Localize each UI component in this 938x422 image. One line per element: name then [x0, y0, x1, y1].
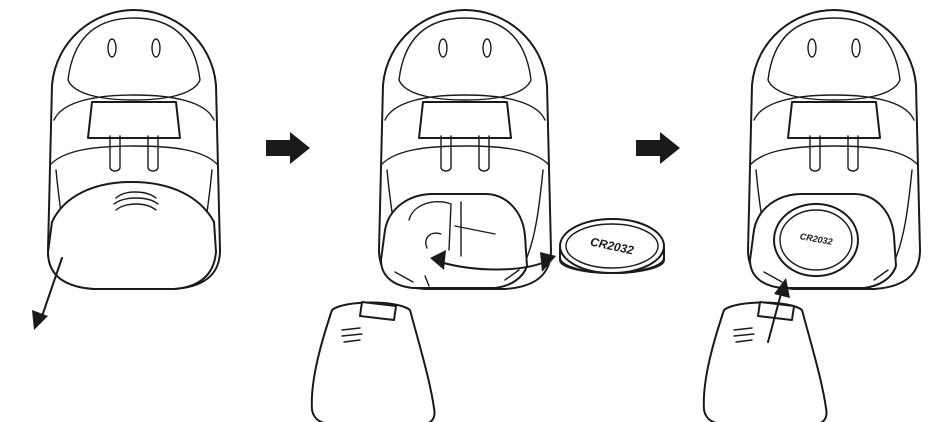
battery-cover-removed: [310, 301, 436, 422]
battery-cover-attached: [47, 181, 217, 290]
curved-swap-arrow-icon: [430, 250, 556, 272]
step-2-remote: [378, 9, 552, 290]
arrow-right-icon: [636, 132, 680, 164]
arrow-up-icon: [767, 278, 790, 343]
arrow-down-icon: [32, 257, 63, 330]
battery-compartment: [380, 193, 528, 289]
cr2032-battery-installed: CR2032: [773, 203, 859, 277]
step-1-remote: [47, 9, 221, 290]
cr2032-battery-loose: CR2032: [559, 218, 665, 274]
step-3-remote: CR2032: [747, 9, 921, 290]
battery-cover-returning: [702, 301, 828, 422]
arrow-right-icon: [266, 132, 310, 164]
